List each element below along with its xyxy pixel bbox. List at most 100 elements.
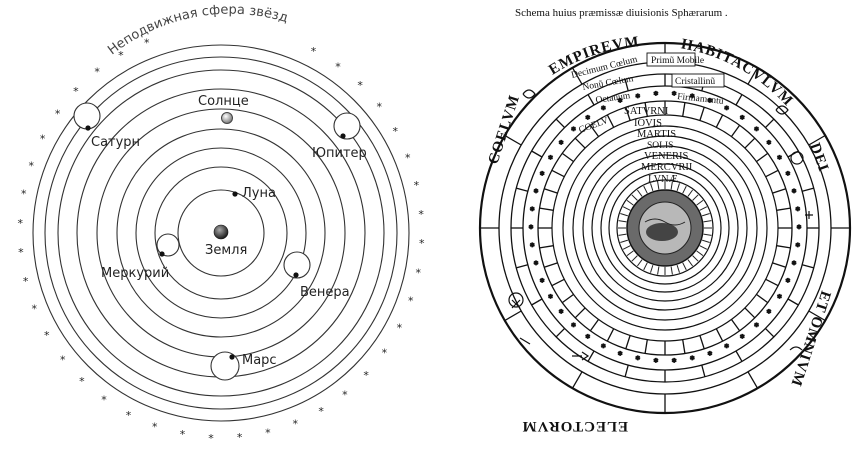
band-divider [531, 150, 543, 158]
lunae-label: LVNÆ [648, 174, 678, 185]
fire-ray [631, 255, 638, 262]
band-divider [730, 319, 741, 332]
fixed-star: * [23, 275, 29, 288]
band-divider [606, 328, 615, 342]
fixed-star: * [180, 428, 186, 441]
band-divider [516, 264, 528, 269]
fire-ray [696, 250, 704, 257]
firmament-star: * [572, 126, 576, 135]
firmament-star: * [530, 206, 534, 215]
fire-ray [626, 250, 634, 257]
band-divider [589, 319, 600, 332]
band-divider [699, 107, 705, 121]
band-divider [808, 310, 826, 322]
venus-label: Венера [300, 285, 350, 300]
firmament-star: * [708, 350, 712, 359]
fixed-star: * [342, 389, 348, 402]
band-divider [747, 371, 759, 389]
fixed-star: * [31, 303, 37, 316]
firmament-star: * [725, 343, 729, 352]
firmament-star: * [534, 188, 538, 197]
band-divider [516, 187, 528, 192]
firmament-star: * [755, 126, 759, 135]
band-divider [587, 350, 595, 362]
firmament-star: * [636, 93, 640, 102]
band-divider [808, 134, 826, 146]
firmament-star: * [529, 224, 533, 233]
fixed-star: * [237, 431, 243, 444]
mercury-planet [159, 251, 165, 257]
fixed-star: * [293, 418, 299, 431]
sun-planet [221, 112, 233, 124]
mars-planet [229, 354, 235, 360]
octauum-label: Octauum [595, 91, 631, 106]
fire-ray [687, 259, 694, 267]
ring-11 [600, 163, 730, 293]
fixed-star: * [408, 295, 414, 308]
venus-epicycle [283, 251, 311, 279]
band-divider [539, 245, 554, 249]
fixed-star: * [311, 45, 317, 58]
fire-ray [699, 206, 708, 211]
sphere-fixed-stars [32, 44, 410, 422]
orbit-moon [177, 189, 265, 277]
orbit-rings [32, 44, 410, 422]
fire-ray [657, 266, 660, 275]
fire-ray [670, 266, 673, 275]
mars-epicycle [210, 351, 240, 381]
fixed-star: * [414, 179, 420, 192]
fire-ray [650, 264, 654, 273]
fixed-star: * [377, 101, 383, 114]
fire-ray [622, 245, 631, 250]
fire-ray [657, 181, 660, 190]
fixed-star: * [393, 125, 399, 138]
fixed-star: * [21, 188, 27, 201]
fire-ray [696, 199, 704, 206]
fire-ray [692, 194, 699, 201]
band-divider [701, 365, 706, 377]
fire-ray [620, 239, 629, 243]
fixed-star: * [101, 394, 107, 407]
band-divider [802, 187, 814, 192]
band-divider [764, 118, 775, 129]
fixed-star: * [44, 329, 50, 342]
band-divider [764, 327, 775, 338]
firmament-star: * [755, 322, 759, 331]
zodiac-band-marks: ****************************************… [480, 43, 850, 413]
band-divider [787, 298, 799, 306]
band-divider [571, 67, 583, 85]
band-divider [682, 339, 686, 354]
firmament-star: * [767, 309, 771, 318]
band-divider [544, 262, 558, 268]
geocentric-diagram: *************************************** … [18, 3, 425, 445]
band-divider [765, 278, 779, 287]
band-divider [587, 94, 595, 106]
saturni-label: SATVRNI [624, 106, 669, 117]
fixed-star: * [397, 321, 403, 334]
firmament-star: * [540, 171, 544, 180]
band-divider [730, 124, 741, 137]
band-divider [555, 118, 566, 129]
firmament-star: * [778, 154, 782, 163]
fire-sphere-rays [618, 181, 712, 275]
band-divider [699, 335, 705, 349]
coelu-label: COELV [578, 116, 610, 136]
saturn-epicycle [73, 102, 101, 130]
stars-ring: *************************************** [18, 37, 425, 445]
fixed-star: * [118, 49, 124, 62]
earth-planet [213, 224, 229, 240]
firmament-star: * [797, 224, 801, 233]
firmament-star: * [654, 90, 658, 99]
fire-ray [703, 220, 712, 223]
fixed-star: * [357, 79, 363, 92]
firmament-star: * [740, 334, 744, 343]
firmament-star: * [540, 277, 544, 286]
iouis-label: IOVIS [634, 118, 662, 129]
band-divider [561, 293, 574, 304]
band-divider [551, 169, 565, 178]
band-divider [625, 335, 631, 349]
band-divider [735, 350, 743, 362]
band-divider [555, 327, 566, 338]
firmament-star: * [725, 105, 729, 114]
